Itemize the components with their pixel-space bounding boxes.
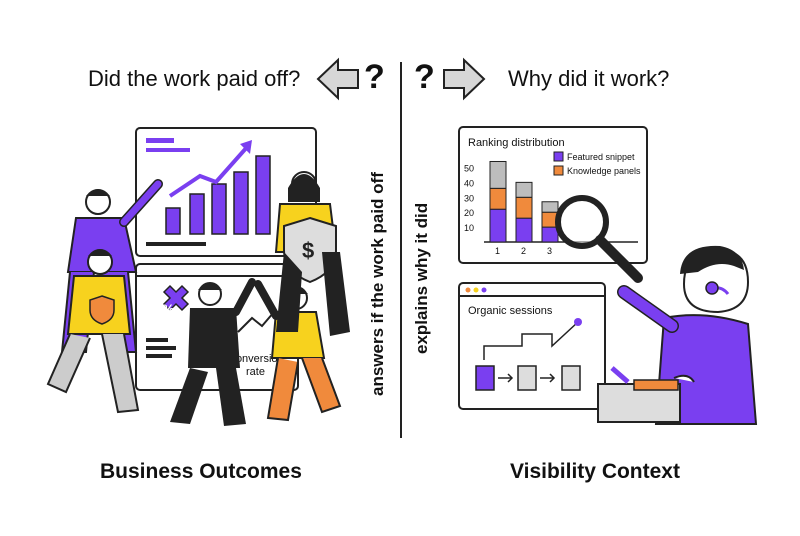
- visibility-context-caption: Visibility Context: [510, 460, 680, 483]
- growth-dashboard: [135, 127, 317, 257]
- y-tick-label: 10: [464, 223, 474, 233]
- left-arrow-icon: [316, 57, 359, 101]
- legend-swatch: [553, 151, 564, 162]
- bar-segment: [515, 196, 533, 219]
- chart-title: Ranking distribution: [468, 137, 565, 149]
- business-outcomes-caption: Business Outcomes: [100, 460, 302, 483]
- y-tick-label: 50: [464, 163, 474, 173]
- legend-label: Featured snippet: [567, 152, 635, 162]
- person-dark: [170, 278, 256, 426]
- person-yellow: [46, 249, 140, 414]
- right-question-mark: ?: [414, 58, 435, 96]
- analyst-illustration: [597, 245, 758, 425]
- left-question-mark: ?: [364, 58, 385, 96]
- percent-icon: %: [162, 301, 175, 317]
- right-vertical-text: explains why it did: [412, 202, 431, 354]
- right-question: Why did it work?: [508, 66, 670, 91]
- organic-sessions-panel: Organic sessions: [458, 282, 606, 410]
- conversion-label: Conversion: [228, 353, 284, 365]
- svg-text:$: $: [302, 238, 314, 263]
- conversion-rate-label: rate: [246, 366, 265, 378]
- bar-segment: [489, 187, 507, 210]
- bar-segment: [489, 160, 507, 189]
- person-shield: $: [274, 171, 350, 336]
- x-tick-label: 1: [495, 246, 500, 256]
- organic-sessions-label: Organic sessions: [468, 305, 553, 317]
- magnifier-icon: [555, 195, 643, 283]
- bar-segment: [515, 181, 533, 198]
- right-arrow-icon: [443, 57, 486, 101]
- bar-segment: [489, 208, 507, 243]
- bar-segment: [541, 201, 559, 213]
- left-question: Did the work paid off?: [88, 66, 301, 91]
- center-divider: [400, 62, 402, 438]
- x-tick-label: 3: [547, 246, 552, 256]
- bar-segment: [515, 217, 533, 243]
- y-tick-label: 40: [464, 178, 474, 188]
- legend-label: Knowledge panels: [567, 166, 641, 176]
- left-vertical-text: answers if the work paid off: [368, 172, 387, 396]
- x-tick-label: 2: [521, 246, 526, 256]
- business-outcomes-illustration: % Conversion rate: [46, 127, 350, 426]
- y-tick-label: 20: [464, 208, 474, 218]
- legend-swatch: [553, 165, 564, 176]
- y-tick-label: 30: [464, 193, 474, 203]
